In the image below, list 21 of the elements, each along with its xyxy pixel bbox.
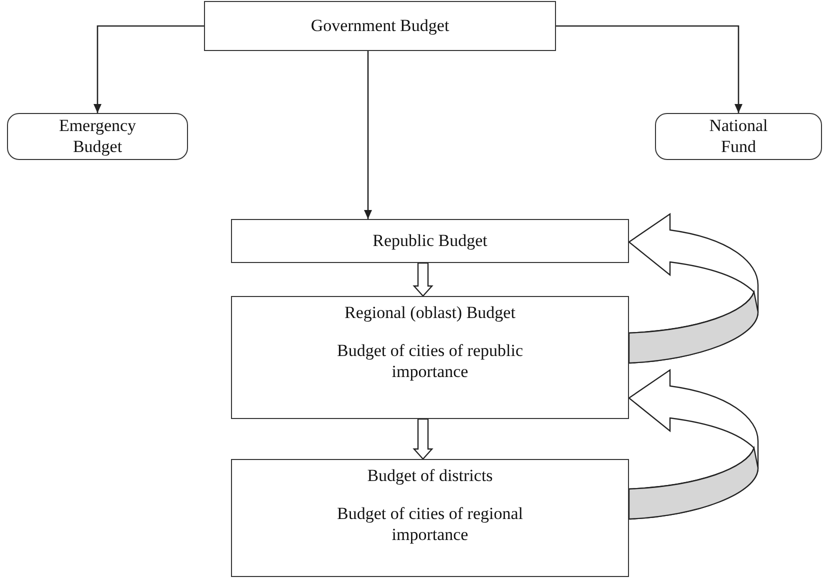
node-label: Budget of districts — [367, 466, 493, 486]
process-box — [231, 459, 629, 577]
process-box — [231, 219, 629, 263]
arrow — [94, 25, 204, 113]
node-label: Republic Budget — [372, 230, 488, 252]
rounded-box — [7, 113, 188, 160]
arrow — [364, 51, 372, 219]
node-label: Budget of cities of regional importance — [336, 504, 524, 546]
node-label: National Fund — [708, 116, 769, 157]
node-label: Budget of cities of republic importance — [336, 341, 524, 382]
block-arrow — [412, 262, 434, 297]
process-box — [204, 1, 556, 51]
curved-block-arrow — [628, 213, 759, 364]
node-label: Government Budget — [310, 16, 450, 36]
node-label: Regional (oblast) Budget — [344, 303, 516, 324]
rounded-box — [655, 113, 822, 160]
curved-block-arrow — [628, 369, 759, 520]
node-label: Emergency Budget — [58, 116, 138, 157]
arrow — [556, 25, 742, 113]
block-arrow — [412, 418, 434, 460]
process-box — [231, 296, 629, 419]
